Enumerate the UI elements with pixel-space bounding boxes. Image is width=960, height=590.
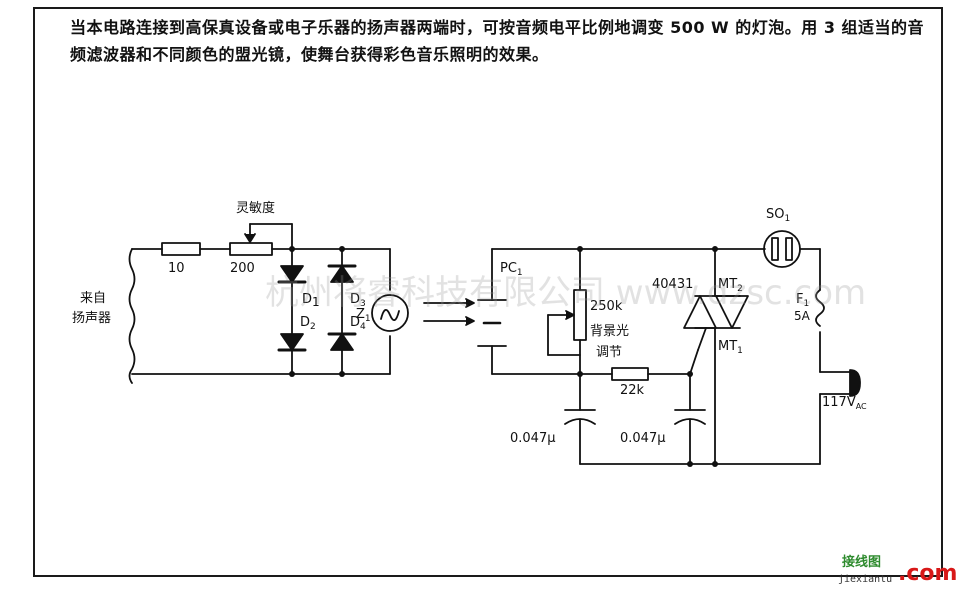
label-f1: F1 bbox=[796, 292, 809, 309]
fuse-f1 bbox=[815, 289, 825, 327]
label-sensitivity: 灵敏度 bbox=[236, 200, 275, 216]
label-source-line2: 扬声器 bbox=[72, 311, 111, 326]
socket-so1 bbox=[763, 230, 801, 268]
diagram-frame bbox=[33, 7, 943, 577]
logo-com: .com bbox=[898, 561, 957, 586]
label-r2: 200 bbox=[230, 261, 255, 276]
diode-d3 bbox=[327, 264, 357, 283]
label-c1: 0.047μ bbox=[510, 431, 556, 446]
label-bg-line2: 调节 bbox=[596, 345, 622, 360]
label-z1: Z1 bbox=[356, 307, 371, 324]
label-d2: D2 bbox=[300, 315, 316, 332]
label-so1: SO1 bbox=[766, 207, 790, 224]
label-d3: D3 bbox=[350, 292, 366, 309]
resistor-r1 bbox=[161, 242, 201, 256]
sensitivity-potentiometer bbox=[229, 223, 293, 256]
background-light-potentiometer bbox=[547, 289, 587, 356]
label-pc1: PC1 bbox=[500, 261, 523, 278]
label-source-line1: 来自 bbox=[80, 291, 106, 306]
label-mains: 117VAC bbox=[822, 395, 867, 411]
label-r3: 22k bbox=[620, 383, 645, 398]
photocell-pc1 bbox=[477, 299, 507, 347]
diode-d2 bbox=[277, 333, 307, 352]
lamp-z1 bbox=[371, 294, 409, 332]
watermark: 杭州将睿科技有限公司 www.dzsc.com bbox=[265, 273, 866, 313]
label-d1: D1 bbox=[302, 292, 320, 309]
site-logo: 接线图 .com jiexiantu bbox=[838, 554, 957, 586]
diode-d4 bbox=[327, 332, 357, 351]
label-bg-line1: 背景光 bbox=[590, 324, 629, 339]
mains-plug bbox=[849, 369, 861, 397]
output-wiring bbox=[491, 248, 851, 465]
junction-dots bbox=[289, 246, 718, 467]
circuit-description: 当本电路连接到高保真设备或电子乐器的扬声器两端时，可按音频电平比例地调变 500… bbox=[70, 18, 925, 64]
resistor-22k bbox=[611, 367, 649, 381]
logo-cn: 接线图 bbox=[842, 554, 881, 570]
label-r1: 10 bbox=[168, 261, 185, 276]
logo-domain: jiexiantu bbox=[838, 574, 892, 585]
diode-d1 bbox=[277, 265, 307, 284]
triac-40431 bbox=[683, 295, 749, 351]
capacitor-c2 bbox=[674, 409, 706, 425]
label-mt1: MT1 bbox=[718, 339, 743, 356]
light-arrows bbox=[423, 298, 475, 326]
capacitor-c1 bbox=[564, 409, 596, 425]
label-triac: 40431 bbox=[652, 277, 693, 292]
label-fuse-rating: 5A bbox=[794, 309, 811, 323]
label-mt2: MT2 bbox=[718, 277, 743, 294]
label-c2: 0.047μ bbox=[620, 431, 666, 446]
label-pot-250k: 250k bbox=[590, 299, 623, 314]
label-d4: D4 bbox=[350, 315, 366, 332]
